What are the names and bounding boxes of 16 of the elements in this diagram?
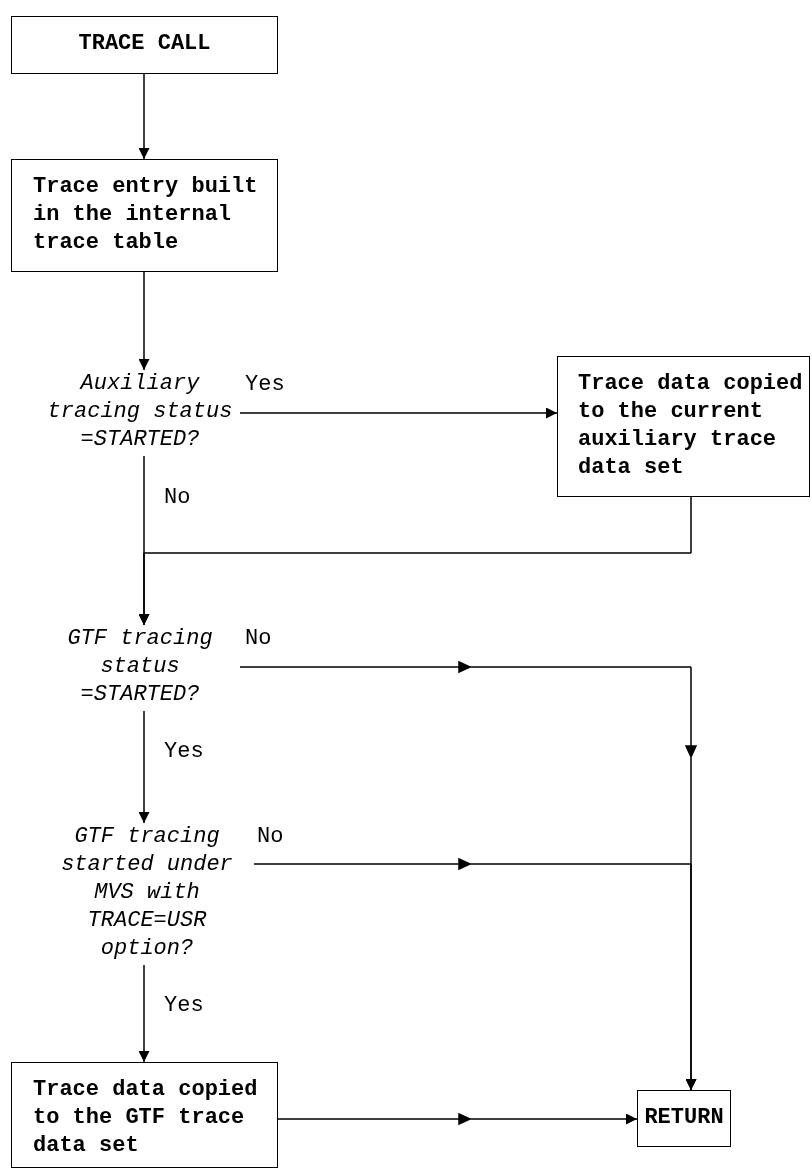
process-box: RETURN [637,1090,731,1147]
process-box: Trace data copied to the current auxiliary trace data set [557,356,810,497]
process-box: Trace entry built in the internal trace table [11,159,278,272]
arrow [277,1113,638,1125]
arrow [239,407,558,419]
arrow [138,271,150,371]
arrow [138,964,150,1063]
decision-text: GTF tracing started under MVS with TRACE=USR option? [40,823,254,965]
arrow [253,858,697,1091]
decision-text: GTF tracing status =STARTED? [40,625,240,711]
arrow [138,496,692,626]
process-box: TRACE CALL [11,16,278,74]
arrow [138,73,150,160]
arrow [138,710,150,824]
decision-text: Auxiliary tracing status =STARTED? [40,370,240,456]
process-box: Trace data copied to the GTF trace data set [11,1062,278,1168]
